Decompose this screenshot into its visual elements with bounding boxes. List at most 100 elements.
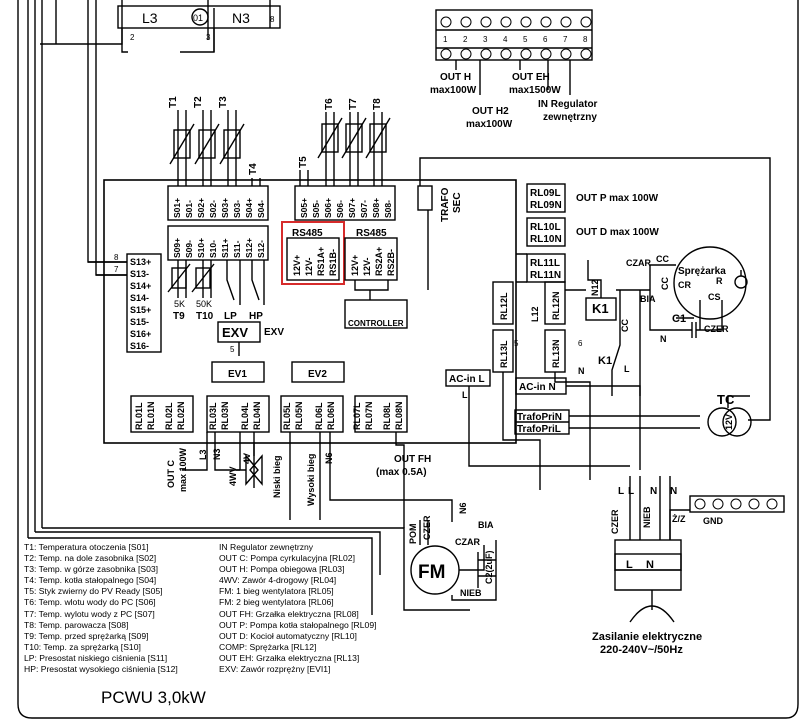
rl12-box bbox=[544, 281, 566, 325]
rs1-12vp: 12V+ bbox=[292, 255, 302, 276]
rl06n: RL06N bbox=[326, 401, 336, 430]
legend-left-item: T6: Temp. wlotu wody do PC [S06] bbox=[24, 597, 156, 608]
legend-left-item: T5: Styk zwierny do PV Ready [S05] bbox=[24, 586, 163, 597]
rs485-1-title: RS485 bbox=[292, 228, 323, 239]
sensor-t1: T1 bbox=[168, 96, 179, 108]
comp-cc: CC bbox=[656, 254, 669, 264]
rl03n: RL03N bbox=[220, 401, 230, 430]
out-d: OUT D max 100W bbox=[576, 227, 659, 238]
legend-left: T1: Temperatura otoczenia [S01] T2: Temp… bbox=[24, 542, 178, 675]
compressor-circle bbox=[673, 246, 747, 320]
supply-n1: N bbox=[650, 486, 657, 497]
exv-side-label: EXV bbox=[264, 327, 284, 338]
term-s05p: S05+ bbox=[299, 198, 309, 218]
terminals-s13-s16: S13+ S13- S14+ S14- S15+ S15- S16+ S16- bbox=[130, 257, 151, 351]
sensor-hp: HP bbox=[249, 311, 263, 322]
bottom-n3: N3 bbox=[212, 448, 222, 460]
r50k-t10: 50K bbox=[196, 299, 212, 309]
legend-left-item: T1: Temperatura otoczenia [S01] bbox=[24, 542, 149, 552]
term-s13m: S13- bbox=[130, 269, 149, 279]
rs2-12vp: 12V+ bbox=[350, 255, 360, 276]
rl05l: RL05L bbox=[282, 402, 292, 430]
tr-num-2: 2 bbox=[463, 35, 468, 44]
tr-num-1: 1 bbox=[443, 35, 448, 44]
term-s14m: S14- bbox=[130, 293, 149, 303]
outer-frame bbox=[17, 0, 799, 719]
ev2-label: EV2 bbox=[308, 369, 327, 380]
l-label-k1: L bbox=[624, 364, 630, 374]
term-s02p: S02+ bbox=[196, 198, 206, 218]
legend-right-item: EXV: Zawór rozprężny [EVI1] bbox=[219, 664, 331, 675]
legend-right-item: 4WV: Zawór 4-drogowy [RL04] bbox=[219, 575, 337, 586]
exv-box-label: EXV bbox=[222, 325, 248, 340]
top-left-connector bbox=[117, 5, 281, 29]
rl08l: RL08L bbox=[382, 402, 392, 430]
pin-2: 2 bbox=[130, 33, 135, 42]
sensor-t8: T8 bbox=[372, 98, 383, 110]
term-s06p: S06+ bbox=[323, 198, 333, 218]
sensor-t3: T3 bbox=[218, 96, 229, 108]
rl13n: RL13N bbox=[551, 339, 561, 368]
rl12l-box bbox=[492, 281, 514, 325]
rl09l: RL09L bbox=[530, 188, 561, 199]
bottom-4v: 4V bbox=[242, 453, 252, 464]
pin-6-rl: 6 bbox=[578, 339, 583, 348]
tc-label: TC bbox=[717, 392, 735, 407]
l12-label: L12 bbox=[530, 306, 540, 322]
rl07n: RL07N bbox=[364, 401, 374, 430]
rl09-box bbox=[526, 183, 566, 213]
term-s08p: S08+ bbox=[371, 198, 381, 218]
footer-model-title: PCWU 3,0kW bbox=[101, 688, 206, 707]
rl01n: RL01N bbox=[146, 401, 156, 430]
k1-contact-label: K1 bbox=[598, 355, 612, 367]
legend-left-item: HP: Presostat wysokiego ciśnienia [S12] bbox=[24, 664, 178, 675]
sensor-t2: T2 bbox=[193, 96, 204, 108]
ground-terminal-block bbox=[689, 495, 785, 513]
supply-l1: L bbox=[618, 486, 624, 497]
fan-nieb: NIEB bbox=[460, 588, 482, 598]
rs1-bm: RS1B- bbox=[328, 249, 338, 276]
label-n3-top: N3 bbox=[232, 10, 250, 26]
fan-bia: BIA bbox=[478, 520, 494, 530]
term-s09m: S09- bbox=[184, 240, 194, 258]
tr-num-3: 3 bbox=[483, 35, 488, 44]
term-s15m: S15- bbox=[130, 317, 149, 327]
top-right-screws bbox=[440, 16, 778, 510]
r5k-t9: 5K bbox=[174, 299, 185, 309]
term-s11m: S11- bbox=[232, 240, 242, 258]
supply-l2: L bbox=[628, 486, 634, 497]
term-s16p: S16+ bbox=[130, 329, 151, 339]
rl06l: RL06L bbox=[314, 402, 324, 430]
term-s07p: S07+ bbox=[347, 198, 357, 218]
comp-cc2: CC bbox=[660, 277, 670, 290]
pin-8-top: 8 bbox=[270, 15, 275, 24]
label-l3-top: L3 bbox=[142, 10, 158, 26]
rl12n: RL12N bbox=[551, 291, 561, 320]
legend-left-item: T4: Temp. kotła stałopalnego [S04] bbox=[24, 575, 157, 586]
legend-left-item: T3: Temp. w górze zasobnika [S03] bbox=[24, 564, 159, 575]
rs1-ap: RS1A+ bbox=[316, 247, 326, 276]
k1-label: K1 bbox=[592, 301, 609, 316]
wysoki-bieg: Wysoki bieg bbox=[306, 454, 316, 506]
legend-right: IN Regulator zewnętrzny OUT C: Pompa cyr… bbox=[219, 542, 376, 675]
term-s06m: S06- bbox=[335, 200, 345, 218]
sensor-t10: T10 bbox=[196, 311, 214, 322]
legend-right-item: OUT H: Pompa obiegowa [RL03] bbox=[219, 564, 345, 575]
rl10l: RL10L bbox=[530, 222, 561, 233]
trafo-pri-n: TrafoPriN bbox=[517, 412, 562, 423]
term-s07m: S07- bbox=[359, 200, 369, 218]
out-h2-label: OUT H2 bbox=[472, 106, 509, 117]
out-eh-label: OUT EH bbox=[512, 72, 550, 83]
term-s09p: S09+ bbox=[172, 238, 182, 258]
top-right-terminal-block bbox=[435, 9, 593, 61]
rs1-12vm: 12V- bbox=[304, 257, 314, 276]
compressor-name: Sprężarka bbox=[678, 266, 726, 277]
comp-cr: CR bbox=[678, 280, 691, 290]
pin-3: 3 bbox=[206, 33, 211, 42]
term-s11p: S11+ bbox=[220, 238, 230, 258]
rl05n: RL05N bbox=[294, 401, 304, 430]
sensor-t9: T9 bbox=[173, 311, 185, 322]
term-s10p: S10+ bbox=[196, 238, 206, 258]
legend-right-item: OUT P: Pompa kotła stałopalnego [RL09] bbox=[219, 619, 377, 630]
